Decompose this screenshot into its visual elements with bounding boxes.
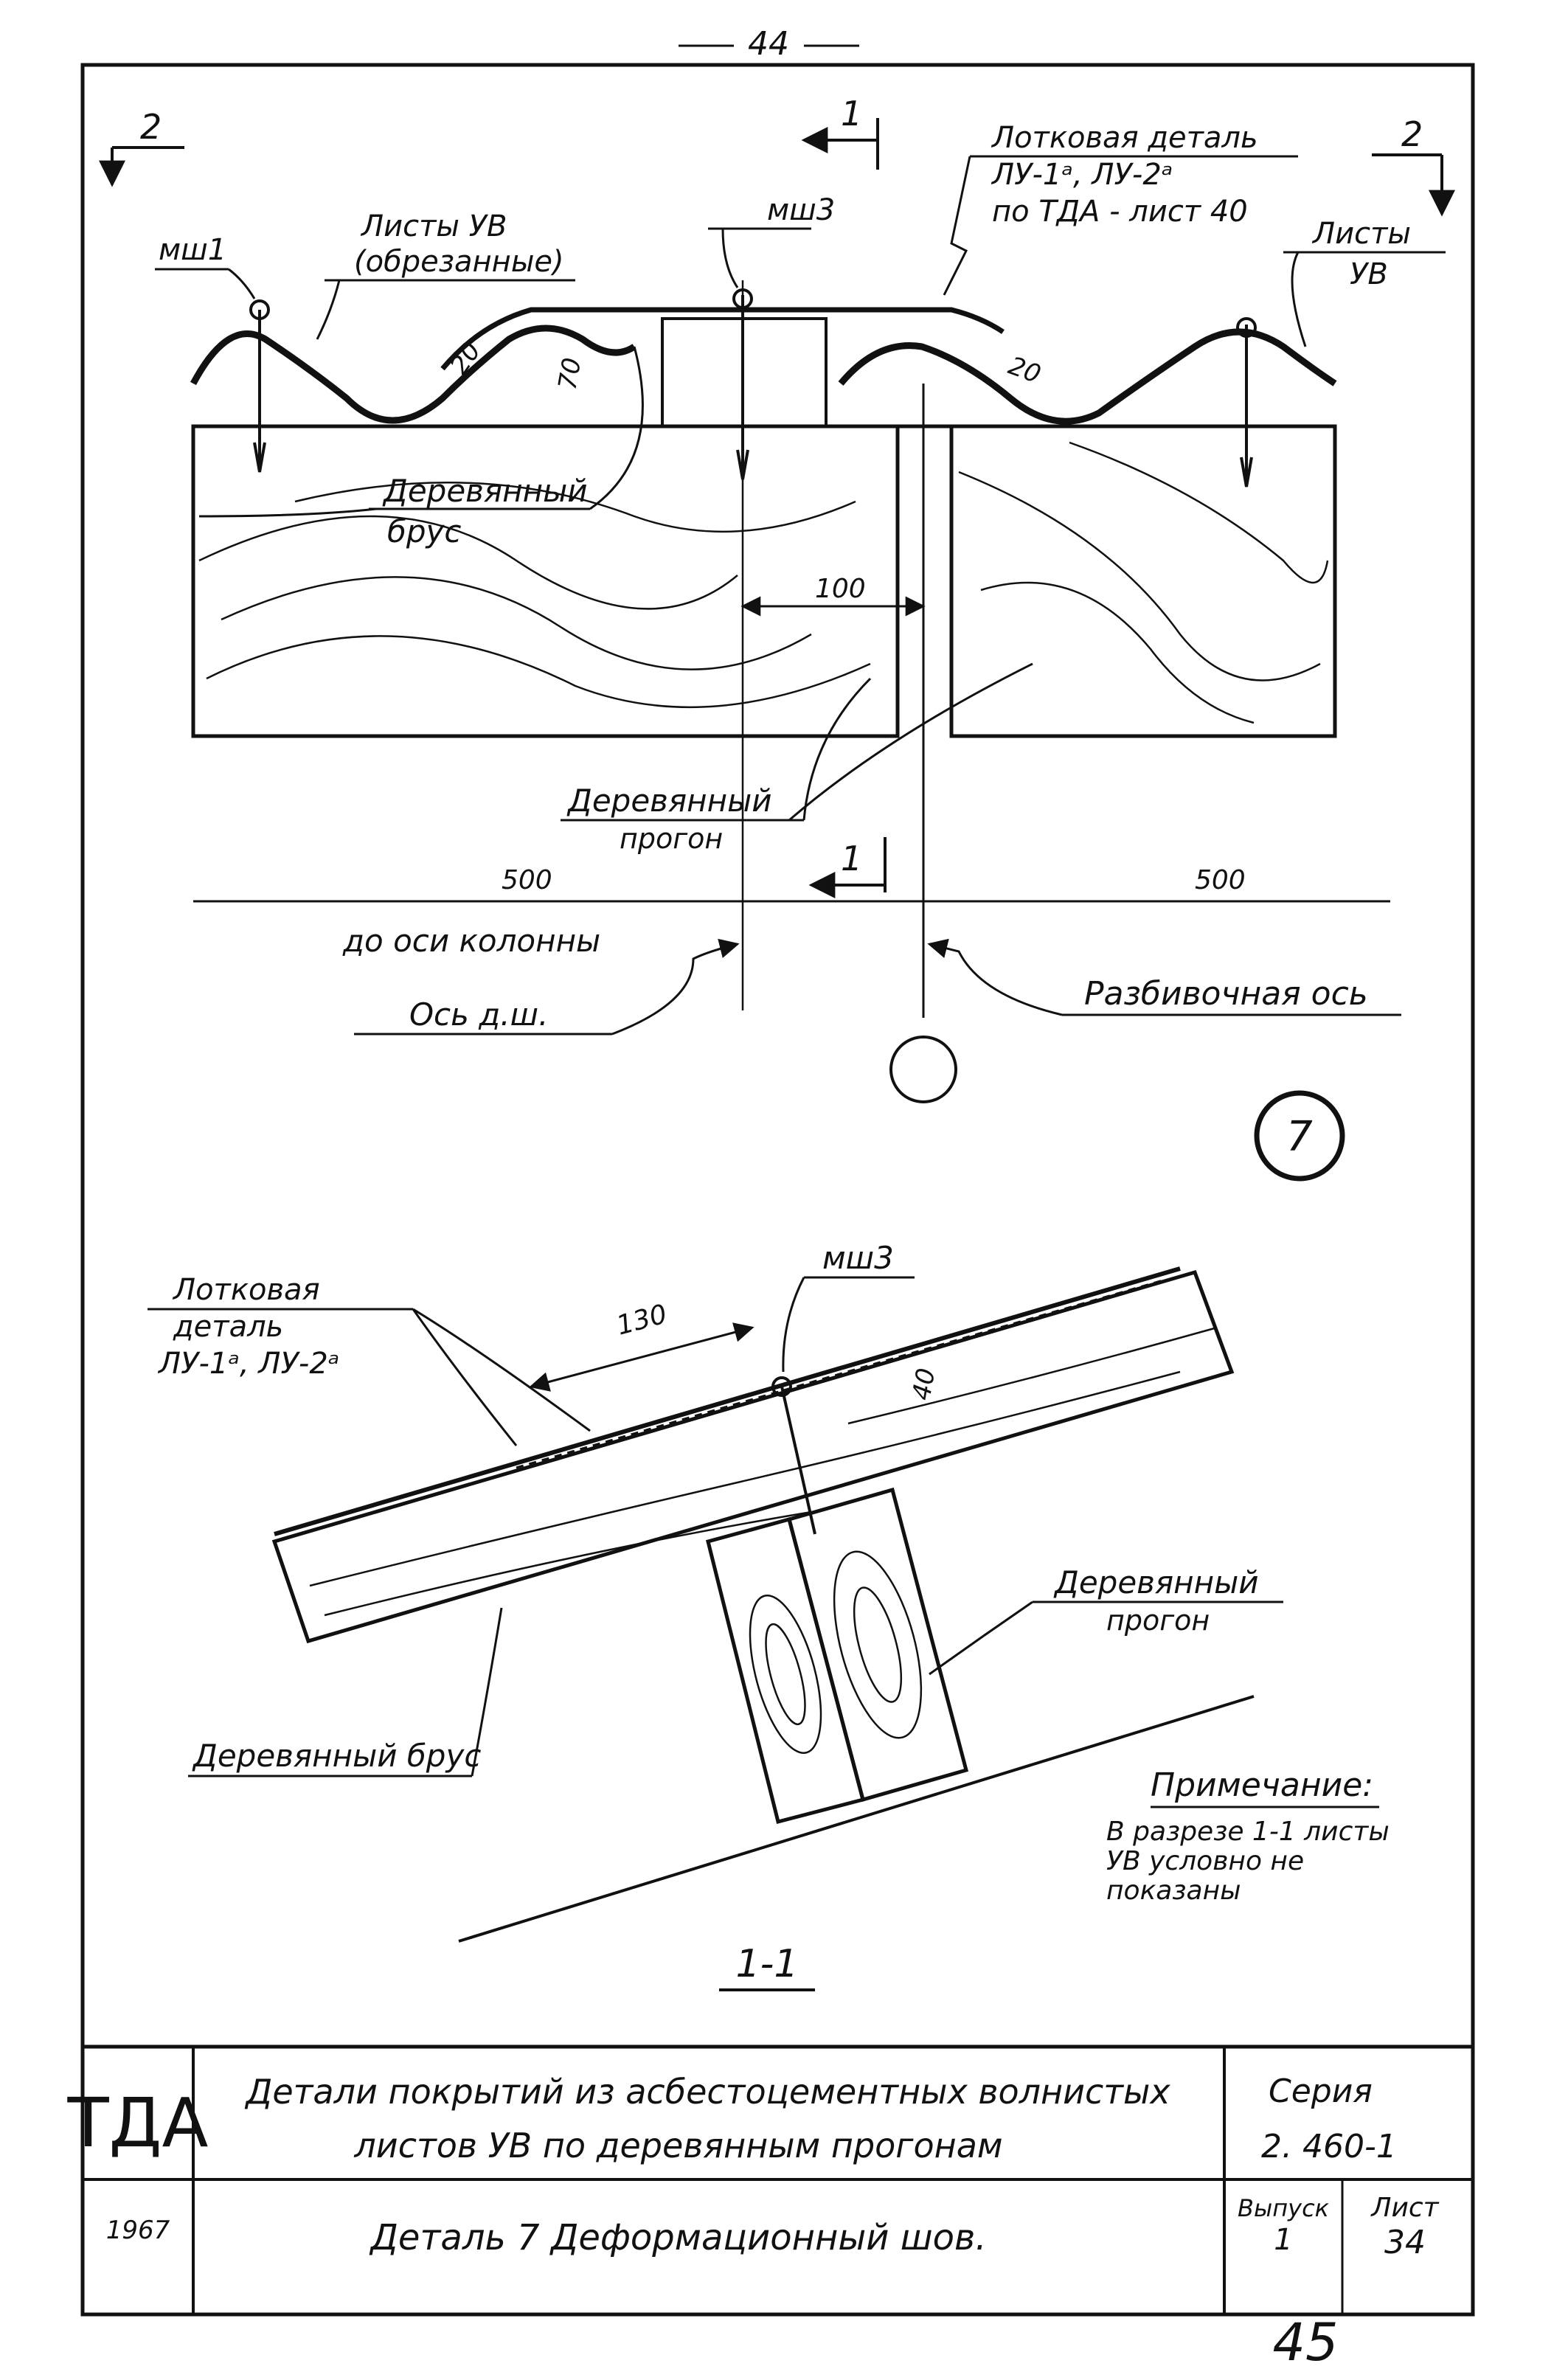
series-value: 2. 460-1 bbox=[1261, 2128, 1397, 2165]
svg-text:прогон: прогон bbox=[620, 822, 723, 855]
svg-text:7: 7 bbox=[1286, 1113, 1313, 1161]
svg-text:прогон: прогон bbox=[1106, 1604, 1210, 1637]
svg-text:500: 500 bbox=[1195, 865, 1246, 895]
svg-text:Разбивочная ось: Разбивочная ось bbox=[1084, 975, 1368, 1013]
svg-text:130: 130 bbox=[614, 1299, 670, 1341]
svg-text:мш3: мш3 bbox=[822, 1240, 894, 1276]
section-2-mark-right: 2 bbox=[1372, 114, 1455, 217]
svg-text:по ТДА - лист 40: по ТДА - лист 40 bbox=[992, 195, 1248, 229]
svg-text:1-1: 1-1 bbox=[736, 1942, 799, 1986]
page-top-number: 44 bbox=[679, 25, 859, 63]
svg-text:1: 1 bbox=[841, 839, 862, 878]
fastener-right bbox=[1236, 317, 1257, 488]
section-purlin bbox=[705, 1487, 969, 1825]
label-section-msh3: мш3 bbox=[782, 1240, 915, 1373]
sheet-value: 34 bbox=[1384, 2224, 1426, 2261]
svg-text:Лотковая деталь: Лотковая деталь bbox=[991, 121, 1258, 155]
sheet-label: Лист bbox=[1370, 2193, 1439, 2223]
label-section-purlin: Деревянный прогон bbox=[929, 1564, 1283, 1676]
svg-text:20: 20 bbox=[445, 337, 488, 380]
title-block-org: ТДА bbox=[66, 2084, 208, 2162]
corrugated-sheet-right bbox=[838, 328, 1337, 425]
svg-text:Листы: Листы bbox=[1311, 217, 1411, 251]
corrugated-sheet-left bbox=[190, 325, 636, 424]
dimension-500: 500 500 до оси колонны bbox=[193, 865, 1390, 959]
section-view: мш3 Лотковая деталь ЛУ-1ᵃ, ЛУ-2ᵃ 130 40 … bbox=[148, 1240, 1390, 1991]
drawing-frame bbox=[80, 63, 1475, 2317]
svg-text:Деревянный: Деревянный bbox=[566, 783, 772, 819]
svg-text:44: 44 bbox=[748, 25, 789, 63]
fastener-msh3 bbox=[732, 288, 753, 480]
title-subtitle: Деталь 7 Деформационный шов. bbox=[369, 2217, 986, 2258]
section-2-mark-left: 2 bbox=[99, 107, 184, 187]
svg-text:УВ условно не: УВ условно не bbox=[1106, 1846, 1304, 1876]
label-section-timber-beam: Деревянный брус bbox=[188, 1607, 503, 1777]
dimension-40: 40 bbox=[906, 1366, 941, 1403]
detail-number-circle: 7 bbox=[1254, 1090, 1345, 1182]
svg-text:20: 20 bbox=[1005, 351, 1044, 389]
axis-bubble bbox=[889, 1036, 957, 1103]
svg-text:до оси колонны: до оси колонны bbox=[342, 923, 600, 959]
svg-text:В разрезе 1-1 листы: В разрезе 1-1 листы bbox=[1106, 1817, 1390, 1847]
svg-text:УВ: УВ bbox=[1350, 257, 1388, 291]
svg-text:Лотковая: Лотковая bbox=[172, 1273, 320, 1307]
svg-text:Деревянный: Деревянный bbox=[382, 473, 588, 509]
page-bottom-number: 45 bbox=[1272, 2312, 1338, 2369]
fastener-msh1 bbox=[249, 299, 270, 473]
title-block-year: 1967 bbox=[106, 2216, 170, 2245]
svg-text:Деревянный: Деревянный bbox=[1053, 1564, 1259, 1600]
label-axis-ds: Ось д.ш. bbox=[354, 938, 740, 1036]
section-timber-beam bbox=[271, 1269, 1235, 1644]
section-slope-line bbox=[458, 1695, 1255, 1943]
label-purlin-plan: Деревянный прогон bbox=[561, 662, 1033, 855]
section-note: Примечание: В разрезе 1-1 листы УВ услов… bbox=[1106, 1766, 1390, 1906]
svg-text:Примечание:: Примечание: bbox=[1151, 1766, 1373, 1804]
label-sheets-uv: Листы УВ bbox=[1283, 217, 1446, 347]
title-block: ТДА 1967 Детали покрытий из асбестоцемен… bbox=[66, 2044, 1473, 2314]
issue-value: 1 bbox=[1274, 2223, 1292, 2257]
svg-text:ЛУ-1ᵃ, ЛУ-2ᵃ: ЛУ-1ᵃ, ЛУ-2ᵃ bbox=[991, 158, 1173, 192]
svg-text:мш1: мш1 bbox=[159, 233, 226, 267]
dimension-130: 130 bbox=[529, 1299, 754, 1392]
label-msh1: мш1 bbox=[155, 233, 256, 299]
series-label: Серия bbox=[1269, 2073, 1373, 2110]
section-grain bbox=[309, 1326, 1218, 1617]
trough-detail bbox=[440, 307, 1005, 371]
svg-text:брус: брус bbox=[387, 513, 462, 549]
label-section-trough: Лотковая деталь ЛУ-1ᵃ, ЛУ-2ᵃ bbox=[148, 1273, 591, 1446]
label-trough-detail: Лотковая деталь ЛУ-1ᵃ, ЛУ-2ᵃ по ТДА - ли… bbox=[943, 121, 1298, 296]
plan-view: 2 2 1 1 bbox=[99, 94, 1455, 1182]
label-setting-axis: Разбивочная ось bbox=[927, 938, 1401, 1016]
section-title: 1-1 bbox=[719, 1942, 815, 1991]
svg-text:2: 2 bbox=[1401, 114, 1423, 154]
title-line-1: Детали покрытий из асбестоцементных волн… bbox=[244, 2072, 1170, 2112]
label-timber-beam-plan: Деревянный брус bbox=[198, 346, 644, 549]
section-fastener-msh3 bbox=[771, 1376, 816, 1535]
svg-text:1: 1 bbox=[841, 94, 862, 133]
section-1-mark-top: 1 bbox=[801, 94, 879, 170]
svg-text:100: 100 bbox=[815, 574, 866, 604]
issue-label: Выпуск bbox=[1238, 2194, 1330, 2222]
svg-text:2: 2 bbox=[140, 107, 162, 147]
svg-text:Ось д.ш.: Ось д.ш. bbox=[409, 996, 548, 1033]
svg-text:Деревянный брус: Деревянный брус bbox=[192, 1738, 481, 1774]
section-trough-detail bbox=[274, 1266, 1181, 1536]
svg-text:70: 70 bbox=[552, 355, 587, 392]
svg-text:Листы УВ: Листы УВ bbox=[360, 209, 507, 243]
svg-text:деталь: деталь bbox=[173, 1310, 283, 1344]
svg-text:мш3: мш3 bbox=[767, 193, 835, 227]
svg-text:показаны: показаны bbox=[1106, 1876, 1241, 1906]
wood-grain bbox=[198, 441, 1329, 724]
svg-text:ЛУ-1ᵃ, ЛУ-2ᵃ: ЛУ-1ᵃ, ЛУ-2ᵃ bbox=[157, 1347, 339, 1381]
title-line-2: листов УВ по деревянным прогонам bbox=[353, 2126, 1002, 2165]
label-sheets-uv-cut: Листы УВ (обрезанные) bbox=[316, 209, 575, 340]
label-msh3: мш3 bbox=[708, 193, 835, 288]
svg-text:(обрезанные): (обрезанные) bbox=[354, 245, 564, 279]
svg-text:500: 500 bbox=[502, 865, 552, 895]
section-1-mark-bottom: 1 bbox=[808, 837, 887, 898]
